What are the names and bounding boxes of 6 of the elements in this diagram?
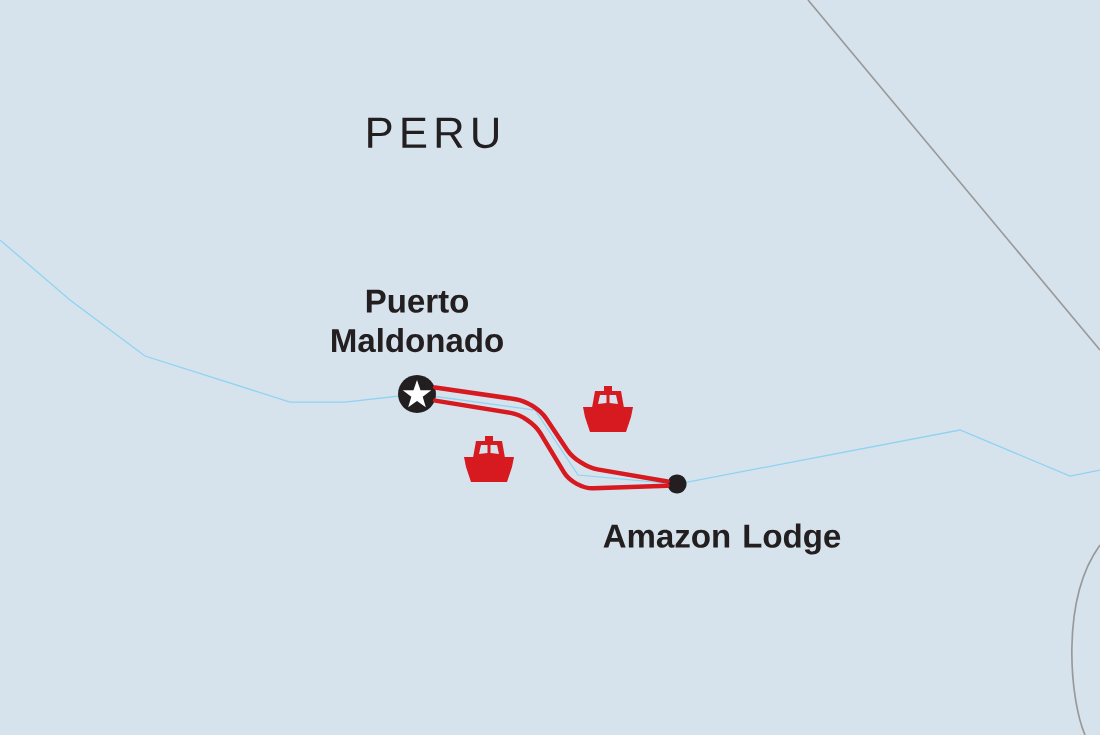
route-line: [432, 385, 670, 484]
location-dot: [667, 474, 687, 494]
route-line: [432, 398, 670, 491]
place-label: Amazon Lodge: [603, 523, 841, 555]
country-label: PERU: [368, 117, 498, 149]
place-label: Puerto Maldonado: [332, 289, 503, 353]
